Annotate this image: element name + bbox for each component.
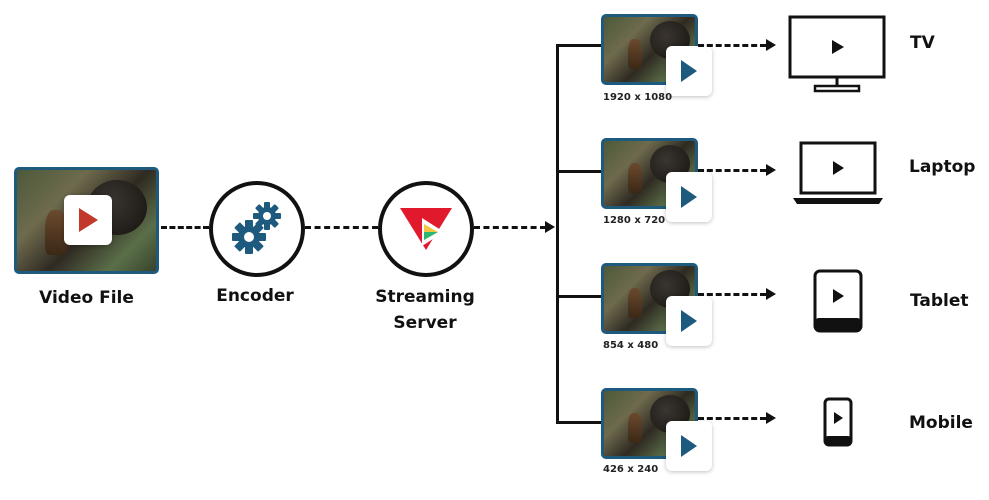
arrowhead (766, 39, 776, 51)
branch-trunk (556, 44, 559, 424)
resolution-label: 1280 x 720 (603, 215, 666, 226)
play-button-icon (64, 195, 112, 245)
gears-icon (232, 202, 281, 254)
laptop-icon (793, 141, 883, 204)
resolution-label: 854 x 480 (603, 340, 659, 351)
play-button-icon (666, 46, 712, 96)
tablet-icon (813, 269, 863, 333)
device-label: Mobile (909, 413, 973, 433)
connector-line (698, 169, 766, 172)
connector-line (161, 226, 209, 229)
streaming-server-node (378, 181, 474, 277)
connector-line (698, 293, 766, 296)
encoder-node (209, 181, 305, 277)
branch-line (556, 295, 602, 298)
video-file-thumbnail (14, 167, 159, 274)
play-button-icon (666, 172, 712, 222)
branch-line (556, 421, 602, 424)
branch-line (556, 44, 602, 47)
mobile-icon (823, 397, 853, 447)
device-label: Laptop (909, 157, 976, 177)
connector-line (698, 44, 766, 47)
play-button-icon (666, 421, 712, 471)
streaming-logo-icon (400, 208, 452, 250)
device-label: Tablet (910, 291, 969, 311)
arrowhead (766, 412, 776, 424)
connector-line (305, 226, 378, 229)
connector-line (474, 226, 546, 229)
resolution-label: 1920 x 1080 (603, 92, 673, 103)
branch-line (556, 170, 602, 173)
tv-icon (788, 15, 886, 93)
encoder-label: Encoder (216, 286, 294, 306)
connector-line (698, 417, 766, 420)
arrowhead (545, 221, 555, 233)
streaming-server-label-line1: Streaming (375, 287, 475, 307)
play-button-icon (666, 296, 712, 346)
device-label: TV (910, 33, 935, 53)
arrowhead (766, 288, 776, 300)
resolution-label: 426 x 240 (603, 464, 659, 475)
streaming-server-label-line2: Server (393, 313, 457, 333)
arrowhead (766, 164, 776, 176)
video-file-label: Video File (39, 288, 134, 308)
